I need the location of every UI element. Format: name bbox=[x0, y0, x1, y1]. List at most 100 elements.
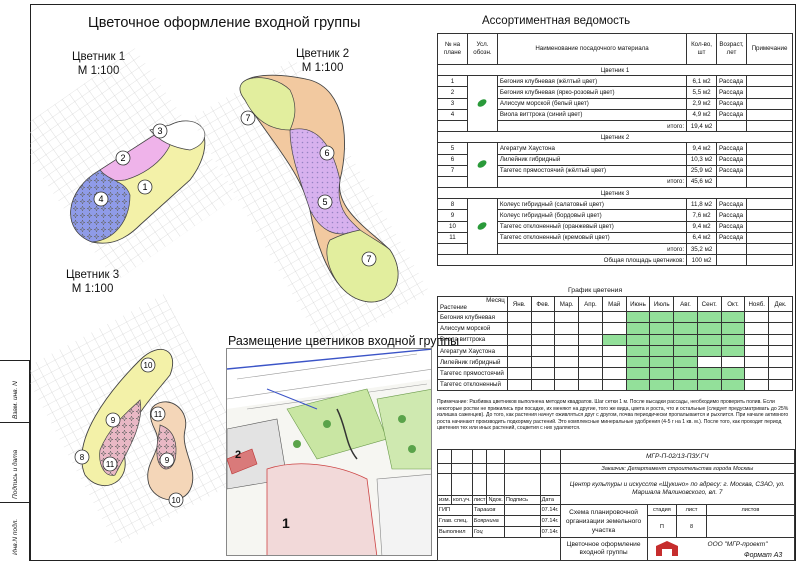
cell-name: Лилейник гибридный bbox=[496, 153, 688, 166]
stamp-sheet-no: 8 bbox=[676, 515, 707, 539]
empty-cell bbox=[530, 333, 556, 346]
empty-cell bbox=[530, 310, 556, 324]
grand-total-label: Общая площадь цветников: bbox=[436, 254, 688, 267]
month-header: Мар. bbox=[554, 296, 580, 312]
empty-cell bbox=[601, 367, 627, 380]
bloom-cell bbox=[720, 344, 746, 358]
side-cell-inv: Инв.N подл. bbox=[0, 502, 30, 561]
schedule-row: Тагетес прямостоячий bbox=[437, 367, 793, 380]
stamp-sheet-label: лист bbox=[676, 504, 707, 517]
bloom-cell bbox=[649, 378, 675, 392]
cell-qty: 9,4 м2 bbox=[686, 142, 718, 155]
group-name: Цветник 2 bbox=[437, 131, 793, 144]
assortment-header-row: № на плане Усл. обозн. Наименование поса… bbox=[437, 33, 793, 65]
bloom-cell bbox=[625, 333, 651, 346]
bloom-cell bbox=[696, 310, 722, 324]
plant-name: Лилейник гибридный bbox=[437, 356, 508, 369]
bed1-plan: 3 2 1 4 bbox=[30, 48, 239, 282]
schedule-row: Агератум Хаустона bbox=[437, 344, 793, 358]
assortment-total-row: итого:19,4 м2 bbox=[437, 119, 793, 133]
plant-name: Тагетес прямостоячий bbox=[437, 367, 508, 380]
stamp-date-gip: 07.14г. bbox=[539, 504, 561, 517]
month-header: Июнь bbox=[625, 296, 651, 312]
cell-age: Рассада bbox=[716, 198, 747, 211]
empty-cell bbox=[744, 310, 770, 324]
cell-age: Рассада bbox=[716, 164, 747, 177]
empty-cell bbox=[601, 344, 627, 358]
assortment-grand-total-row: Общая площадь цветников:100 м2 bbox=[436, 254, 793, 267]
empty-cell bbox=[530, 378, 556, 392]
cell-qty: 11,8 м2 bbox=[686, 198, 718, 211]
empty-cell bbox=[554, 367, 580, 380]
empty-cell bbox=[601, 310, 627, 324]
group-name: Цветник 1 bbox=[437, 63, 793, 77]
svg-text:11: 11 bbox=[106, 460, 115, 469]
stamp-name-gip: Тараиов bbox=[471, 504, 505, 517]
bed3-label: Цветник 3 М 1:100 bbox=[66, 268, 119, 296]
empty-cell bbox=[554, 344, 580, 358]
plant-symbol-icon bbox=[466, 142, 498, 189]
svg-text:6: 6 bbox=[324, 148, 329, 158]
month-header: Дек. bbox=[768, 296, 793, 312]
plant-name: Виола виттрока bbox=[437, 333, 508, 346]
svg-text:3: 3 bbox=[157, 126, 162, 136]
bloom-cell bbox=[649, 344, 675, 358]
empty-cell bbox=[744, 367, 770, 380]
header-symbol: Усл. обозн. bbox=[466, 33, 498, 65]
side-cell-sign: Подпись и дата bbox=[0, 422, 30, 502]
empty-cell bbox=[578, 322, 603, 335]
cell-qty: 25,9 м2 bbox=[686, 164, 718, 177]
cell-no: 6 bbox=[437, 153, 468, 166]
stamp-role-exec: Выполнил bbox=[437, 526, 473, 539]
assortment-title: Ассортиментная ведомость bbox=[482, 15, 631, 27]
empty-cell bbox=[506, 378, 532, 392]
cell-name: Колеус гибридный (бордовый цвет) bbox=[496, 209, 688, 222]
bloom-cell bbox=[649, 356, 675, 369]
stamp-date-chief: 07.14г. bbox=[539, 515, 561, 528]
empty-cell bbox=[554, 333, 580, 346]
side-sign-date: Подпись и дата bbox=[12, 449, 19, 499]
svg-text:10: 10 bbox=[172, 496, 181, 505]
cell-no: 3 bbox=[437, 97, 468, 110]
cell-name: Тагетес отклоненный (кремовый цвет) bbox=[496, 231, 688, 245]
schedule-row: Бегония клубневая bbox=[437, 310, 793, 324]
assortment-table: № на плане Усл. обозн. Наименование поса… bbox=[436, 33, 793, 267]
empty-cell bbox=[506, 356, 532, 369]
schedule-row: Алиссум морской bbox=[437, 322, 793, 335]
stamp-company: ООО "МГР-проект" bbox=[707, 541, 768, 549]
empty-cell bbox=[696, 356, 722, 369]
plant-name: Алиссум морской bbox=[437, 322, 508, 335]
cell-name: Виола виттрока (синий цвет) bbox=[496, 108, 688, 121]
stamp-company-cell: ООО "МГР-проект" bbox=[646, 537, 796, 561]
empty-cell bbox=[530, 322, 556, 335]
stamp-col-list: лист bbox=[471, 494, 488, 506]
total-label: итого: bbox=[496, 242, 688, 256]
bed2-label: Цветник 2 М 1:100 bbox=[296, 47, 349, 75]
cell-no: 2 bbox=[437, 86, 468, 99]
empty-cell bbox=[554, 310, 580, 324]
cell-age: Рассада bbox=[716, 142, 747, 155]
empty-cell bbox=[506, 322, 532, 335]
cell-age: Рассада bbox=[716, 108, 747, 121]
assortment-total-row: итого:45,6 м2 bbox=[437, 175, 793, 189]
month-header: Фев. bbox=[530, 296, 556, 312]
stamp-object: Центр культуры и искусств «Щукино» по ад… bbox=[559, 472, 796, 506]
svg-text:9: 9 bbox=[165, 456, 170, 465]
bloom-cell bbox=[625, 344, 651, 358]
empty-cell bbox=[506, 367, 532, 380]
schedule-title: График цветения bbox=[568, 287, 623, 294]
cell-name: Агератум Хаустона bbox=[496, 142, 688, 155]
empty-cell bbox=[768, 322, 793, 335]
total-value: 45,6 м2 bbox=[686, 175, 718, 189]
empty-cell bbox=[578, 344, 603, 358]
bloom-cell bbox=[673, 344, 698, 358]
empty-cell bbox=[720, 356, 746, 369]
empty-cell bbox=[530, 356, 556, 369]
map-building-2: 2 bbox=[235, 449, 242, 461]
plant-name: Агератум Хаустона bbox=[437, 344, 508, 358]
